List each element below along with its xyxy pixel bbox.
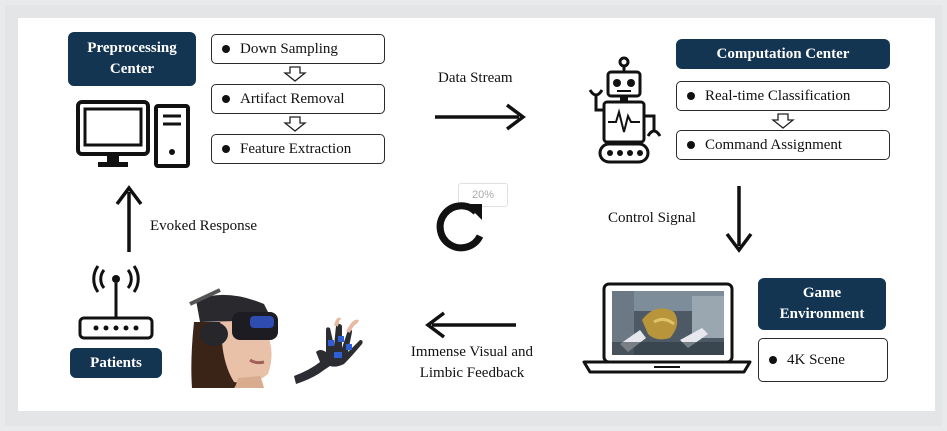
step-real-time-classification: Real-time Classification — [676, 81, 890, 111]
evoked-response-label: Evoked Response — [150, 218, 258, 234]
haptic-glove-image — [294, 317, 363, 384]
down-arrow-large-icon — [725, 186, 753, 253]
computation-center-title: Computation Center — [676, 39, 890, 69]
bullet-icon — [222, 45, 230, 53]
figure-frame: Preprocessing Center Down Sampling Artif… — [5, 5, 942, 426]
robot-icon — [588, 56, 662, 164]
progress-badge: 20% — [458, 183, 508, 207]
data-stream-label: Data Stream — [438, 70, 513, 86]
step-command-assignment: Command Assignment — [676, 130, 890, 160]
preprocessing-center-title: Preprocessing Center — [68, 32, 196, 86]
bullet-icon — [769, 356, 777, 364]
control-signal-label: Control Signal — [608, 210, 696, 226]
computer-icon — [76, 100, 190, 168]
laptop-icon — [582, 282, 752, 374]
diagram-panel: Preprocessing Center Down Sampling Artif… — [18, 18, 935, 411]
step-artifact-removal: Artifact Removal — [211, 84, 385, 114]
bullet-icon — [222, 145, 230, 153]
left-arrow-icon — [425, 311, 516, 339]
down-arrow-icon — [771, 113, 795, 129]
vr-headset-user-image — [189, 288, 278, 388]
down-arrow-icon — [283, 116, 307, 132]
up-arrow-icon — [115, 185, 143, 252]
step-down-sampling: Down Sampling — [211, 34, 385, 64]
bullet-icon — [687, 141, 695, 149]
feedback-label: Immense Visual and Limbic Feedback — [410, 344, 534, 381]
step-4k-scene: 4K Scene — [758, 338, 888, 382]
bullet-icon — [687, 92, 695, 100]
down-arrow-icon — [283, 66, 307, 82]
router-icon — [78, 265, 154, 340]
right-arrow-icon — [435, 103, 526, 131]
reload-icon — [436, 202, 484, 252]
patients-title: Patients — [70, 348, 162, 378]
game-environment-title: Game Environment — [758, 278, 886, 330]
step-feature-extraction: Feature Extraction — [211, 134, 385, 164]
bullet-icon — [222, 95, 230, 103]
